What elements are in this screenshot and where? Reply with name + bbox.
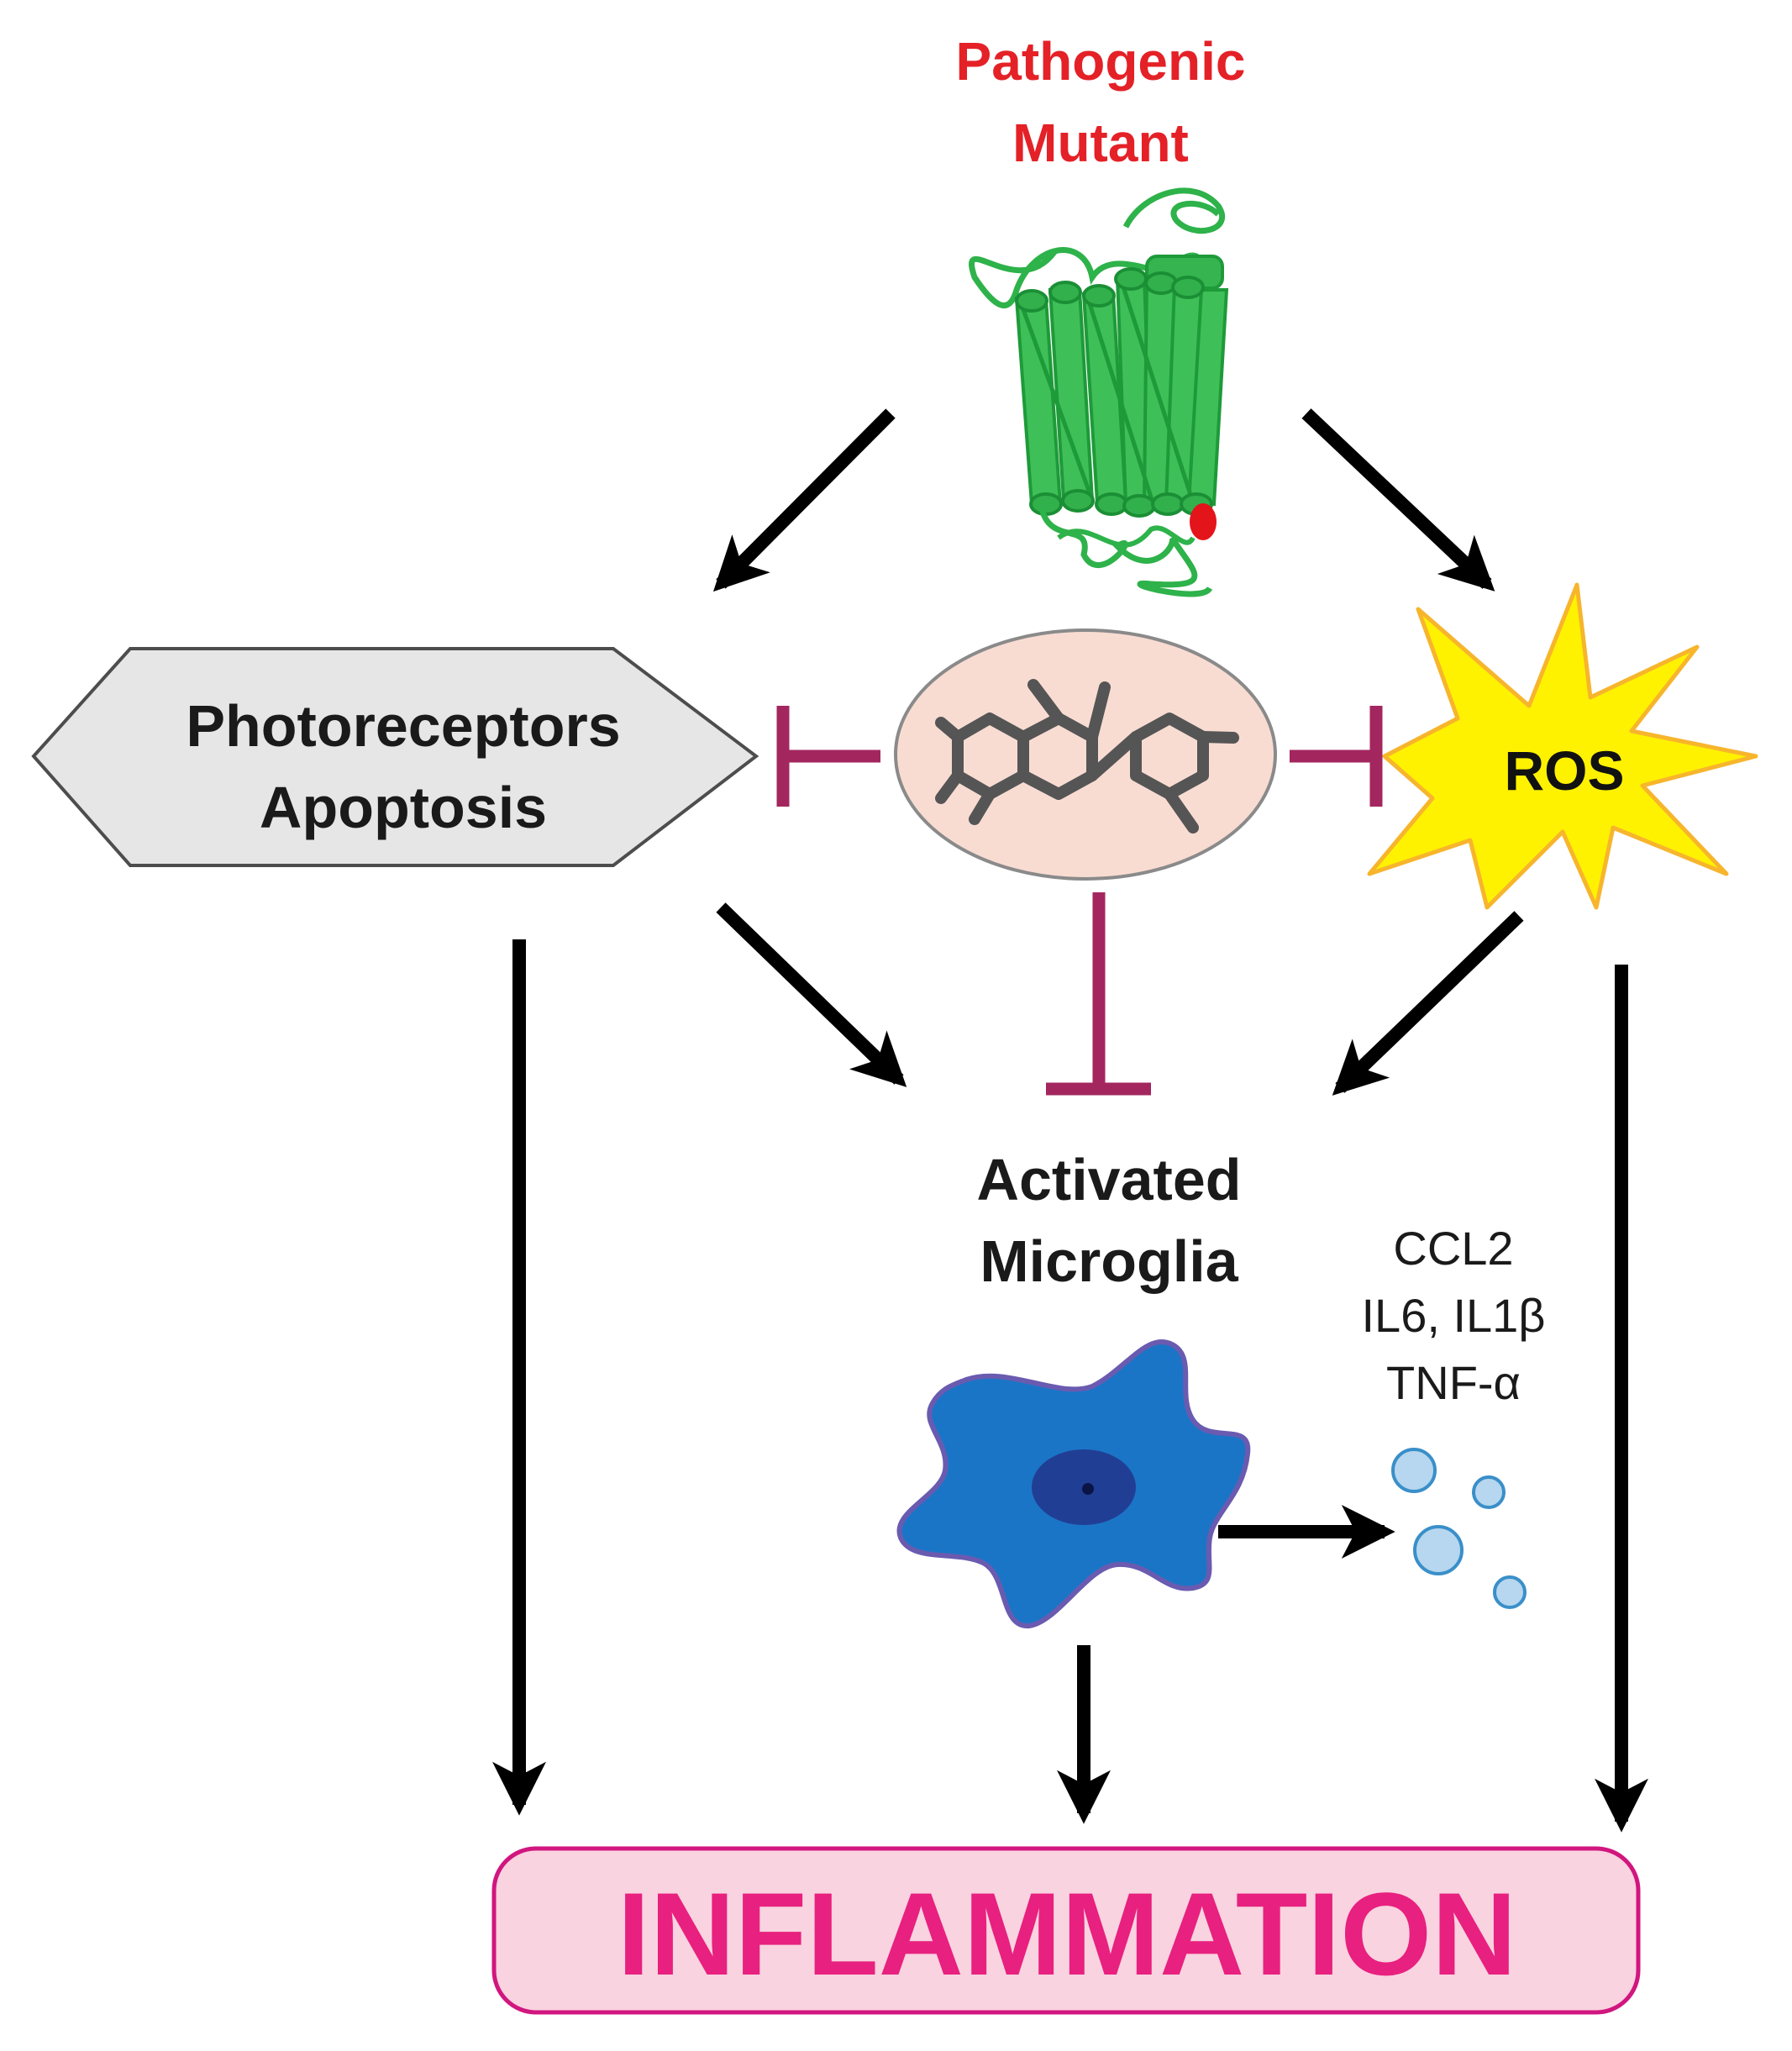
title-line-2: Mutant: [1012, 113, 1189, 173]
cytokine-ccl2: CCL2: [1393, 1222, 1513, 1275]
arrow-ros-to-microglia: [1332, 911, 1524, 1096]
arrow-mutant-to-ros: [1301, 408, 1495, 592]
cytokine-il6-il1b: IL6, IL1β: [1361, 1289, 1545, 1342]
inflammation-label: INFLAMMATION: [617, 1868, 1517, 2000]
mutation-site-dot: [1190, 503, 1217, 540]
chemical-structure-icon: [894, 628, 1277, 881]
inhibit-ros-symbol: [1290, 706, 1383, 807]
gpcr-receptor-icon: [969, 187, 1229, 597]
microglia-label-line-2: Microglia: [980, 1228, 1238, 1294]
apoptosis-label-line-2: Apoptosis: [260, 775, 547, 840]
arrow-apoptosis-to-microglia: [716, 902, 907, 1087]
ros-label: ROS: [1504, 739, 1624, 802]
inhibit-apoptosis-symbol: [776, 706, 880, 807]
title-line-1: Pathogenic: [956, 31, 1246, 92]
microglia-label-line-1: Activated: [976, 1147, 1241, 1212]
arrow-mutant-to-apoptosis: [712, 408, 896, 592]
ros-starburst: [1367, 582, 1758, 910]
apoptosis-label-line-1: Photoreceptors: [186, 693, 620, 759]
apoptosis-hexagon: [31, 647, 759, 867]
cytokine-tnf-alpha: TNF-α: [1386, 1356, 1521, 1409]
microglia-cell-icon: [896, 1339, 1251, 1629]
cell-nucleolus: [1082, 1483, 1094, 1495]
inflammation-box: [491, 1846, 1641, 2015]
cytokine-bubbles-icon: [1391, 1448, 1527, 1609]
inhibit-microglia-symbol: [1046, 892, 1151, 1096]
